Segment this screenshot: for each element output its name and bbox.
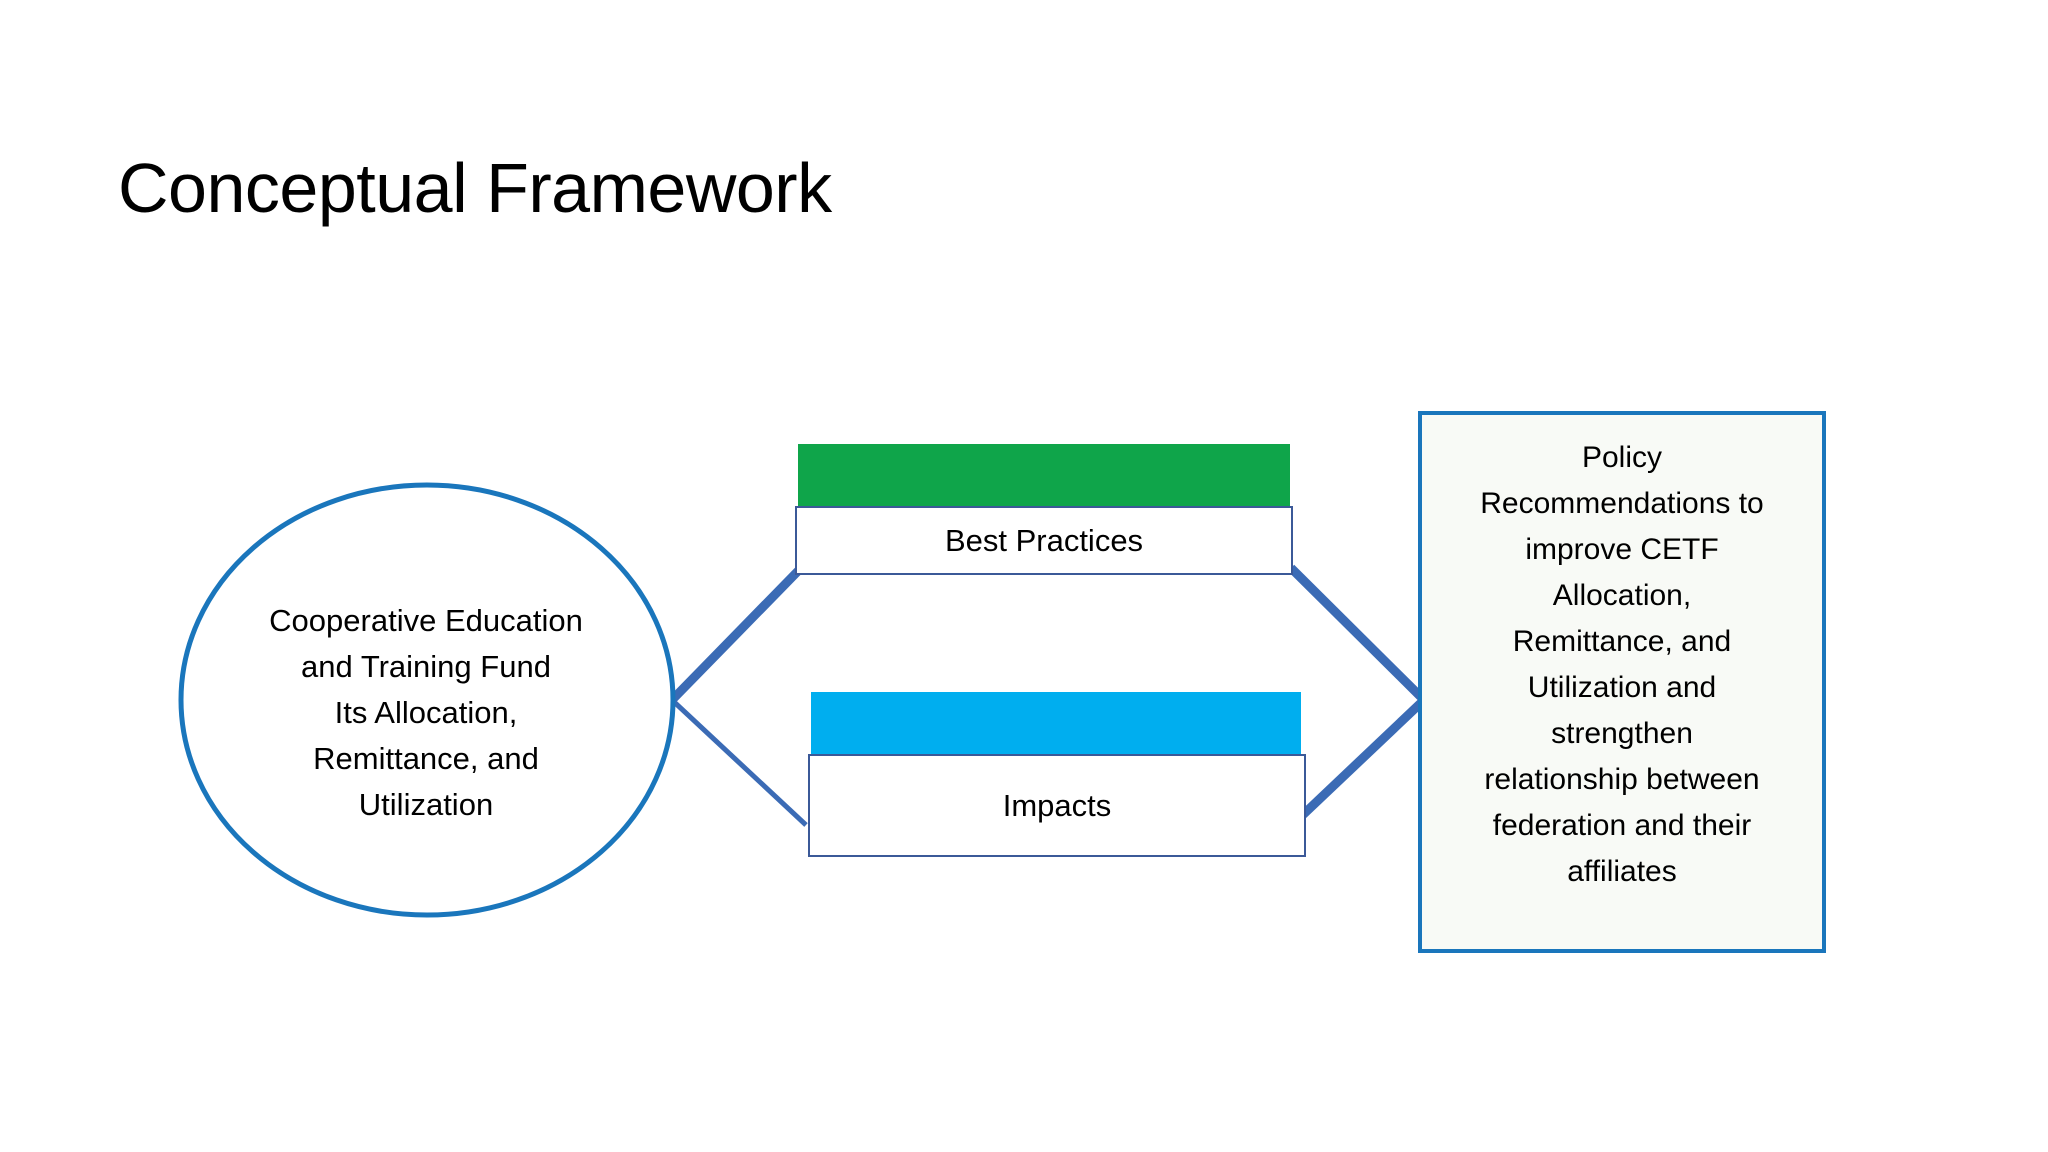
connector-best-practices-to-policy	[1287, 564, 1428, 704]
process-node-best-practices[interactable]: Best Practices	[795, 444, 1293, 575]
connector-fund-to-impacts	[670, 698, 808, 827]
policy-recommendations-text: Policy Recommendations to improve CETF A…	[1480, 441, 1764, 888]
connector-impacts-to-policy	[1285, 696, 1428, 832]
best-practices-accent-bar	[798, 444, 1290, 506]
fund-ellipse	[178, 482, 676, 918]
connector-fund-to-best-practices	[668, 565, 804, 704]
impacts-body: Impacts	[808, 754, 1306, 857]
impacts-label: Impacts	[1002, 787, 1112, 823]
best-practices-label: Best Practices	[944, 522, 1144, 558]
page-title: Conceptual Framework	[118, 149, 832, 227]
outcome-node-policy-recommendations[interactable]: Policy Recommendations to improve CETF A…	[1418, 411, 1826, 953]
process-node-impacts[interactable]: Impacts	[808, 692, 1306, 857]
fund-ellipse-label: Cooperative Education and Training Fund …	[269, 603, 583, 822]
best-practices-body: Best Practices	[795, 506, 1293, 575]
impacts-accent-bar	[811, 692, 1301, 754]
